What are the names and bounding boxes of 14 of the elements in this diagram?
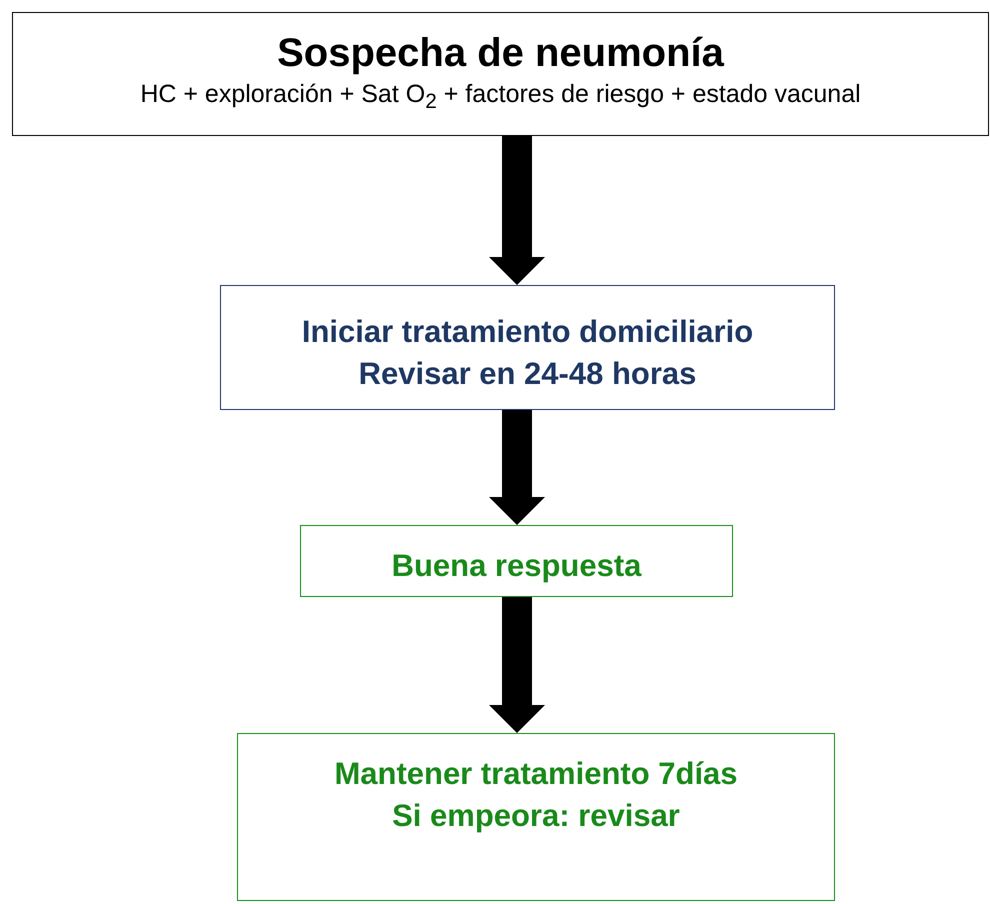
step-text: Si empeora: revisar	[392, 798, 680, 834]
step-text: Revisar en 24-48 horas	[358, 356, 696, 392]
step-text: Iniciar tratamiento domiciliario	[302, 314, 754, 350]
process-box	[300, 525, 733, 597]
process-box	[237, 733, 835, 901]
arrow	[489, 597, 545, 733]
title-box	[12, 12, 989, 136]
subtitle: HC + exploración + Sat O$_{2}$ + factores de riesgo + estado vacunal	[140, 80, 861, 114]
arrow	[489, 410, 545, 525]
arrow	[489, 136, 545, 285]
title: Sospecha de neumonía	[277, 31, 724, 76]
step-text: Mantener tratamiento 7días	[334, 756, 738, 792]
step-text: Buena respuesta	[392, 548, 642, 584]
process-box	[220, 285, 835, 410]
